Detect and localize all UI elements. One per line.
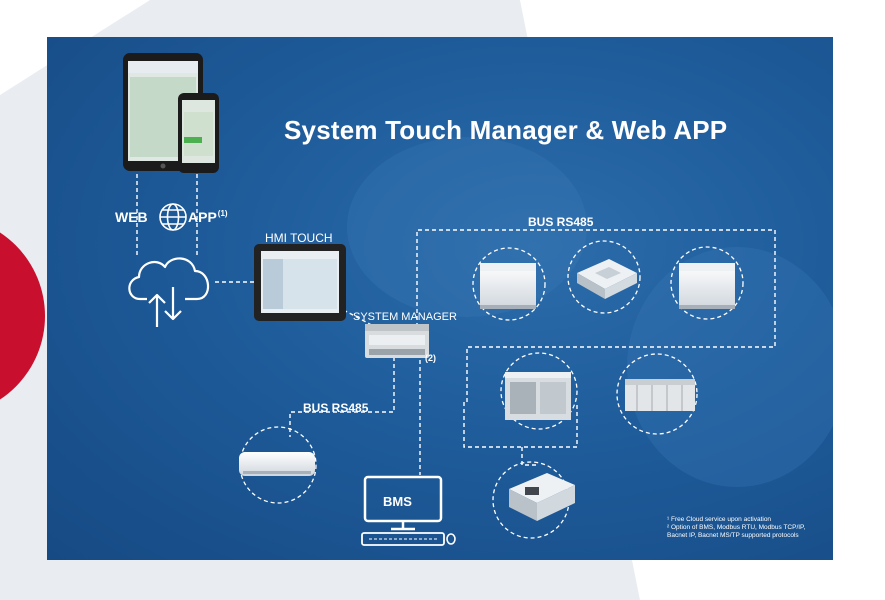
unit-circle-5 — [616, 353, 698, 435]
connection-lines — [136, 174, 776, 475]
diagram-art — [123, 53, 833, 546]
footnote-2-marker: (2) — [425, 353, 436, 363]
unit-circle-3 — [670, 246, 744, 320]
system-manager-device — [365, 324, 429, 358]
unit-circle-2 — [567, 240, 641, 314]
web-label: WEB — [115, 209, 148, 225]
app-footnote-mark: (1) — [217, 209, 228, 219]
bus-top-loop — [416, 229, 776, 402]
heat-recovery-unit — [509, 473, 575, 521]
system-manager-label: SYSTEM MANAGER — [353, 311, 457, 323]
bus-left-line — [289, 357, 395, 437]
air-handling-unit — [625, 379, 695, 411]
chiller-unit — [505, 372, 571, 420]
footnote-1: ¹ Free Cloud service upon activation — [667, 516, 772, 523]
bus-lower-loop — [463, 402, 578, 448]
bus-rs485-left-label: BUS RS485 — [303, 401, 369, 415]
fan-coil-unit-2 — [679, 263, 735, 309]
cassette-unit — [577, 259, 637, 299]
footnote-2-line-1: ² Option of BMS, Modbus RTU, Modbus TCP/… — [667, 524, 806, 531]
tablet-device — [123, 53, 203, 171]
app-label-text: APP — [188, 209, 217, 225]
diagram-panel: System Touch Manager & Web APP WEB APP(1… — [47, 37, 833, 560]
cloud-sync-icon — [128, 257, 210, 327]
page-title: System Touch Manager & Web APP — [284, 115, 728, 145]
hmi-touch-label: HMI TOUCH — [265, 231, 333, 245]
footnotes: ¹ Free Cloud service upon activation ² O… — [667, 516, 805, 540]
bms-computer-icon — [361, 475, 456, 546]
footnote-2-line-2: Bacnet IP, Bacnet MS/TP supported protoc… — [667, 532, 799, 539]
wall-split-unit — [239, 452, 315, 476]
bms-label: BMS — [383, 494, 412, 509]
globe-icon — [159, 203, 187, 231]
unit-circle-1 — [472, 247, 546, 321]
unit-circle-4 — [500, 352, 578, 430]
bus-rs485-top-label: BUS RS485 — [528, 215, 594, 229]
fan-coil-unit-1 — [480, 263, 536, 309]
ahu-link — [521, 447, 539, 466]
hmi-touch-device — [254, 244, 346, 321]
app-label: APP(1) — [188, 209, 228, 225]
red-accent-circle — [0, 232, 45, 400]
phone-device — [178, 93, 219, 173]
background-blob — [627, 247, 833, 487]
